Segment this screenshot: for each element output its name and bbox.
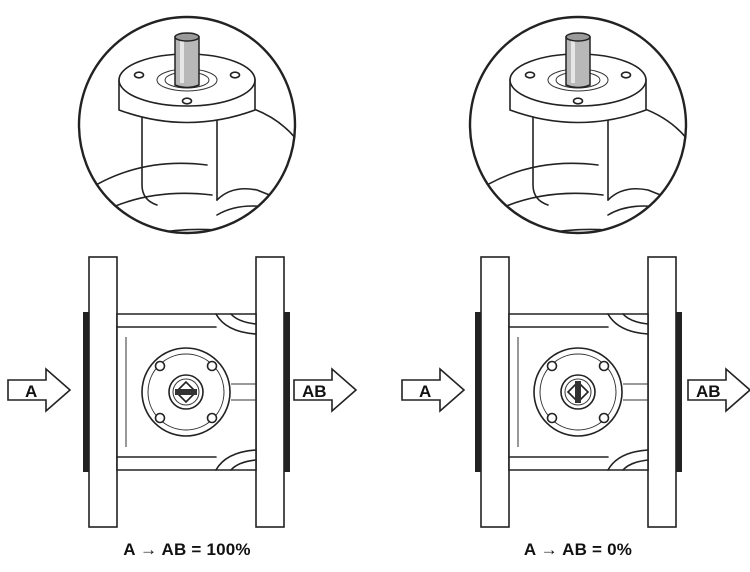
inlet-arrow-left: A	[7, 368, 71, 412]
outlet-arrow-left: AB	[293, 368, 357, 412]
stem-indicator-closed	[566, 380, 590, 404]
outlet-arrow-right: AB	[687, 368, 750, 412]
caption-right: A → AB = 0%	[523, 540, 633, 559]
caption-left: A → AB = 100%	[123, 540, 251, 559]
inlet-label-left: A	[25, 382, 37, 401]
outlet-label-right: AB	[696, 382, 721, 401]
inlet-label-right: A	[419, 382, 431, 401]
valve-left	[77, 15, 297, 528]
outlet-label-left: AB	[302, 382, 327, 401]
valve-right	[468, 15, 688, 528]
stem-indicator-open	[174, 380, 198, 404]
inlet-arrow-right: A	[401, 368, 465, 412]
